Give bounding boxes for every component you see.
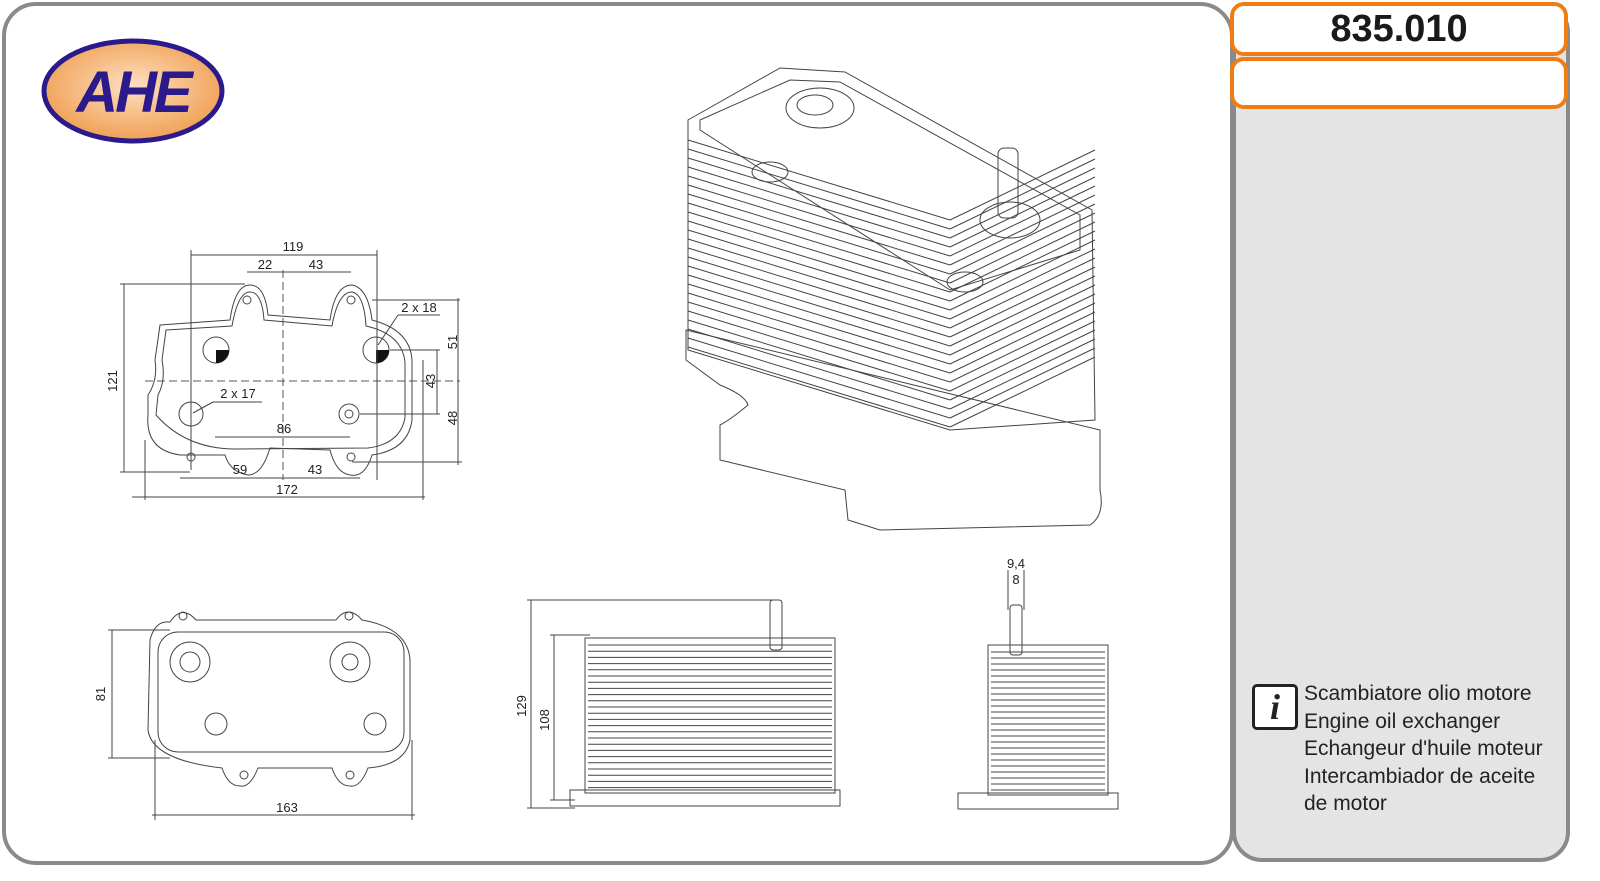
- dim-2x18: 2 x 18: [401, 300, 436, 315]
- description-es: Intercambiador de aceite de motor: [1304, 764, 1536, 816]
- cooler-fin: [687, 283, 951, 365]
- cooler-fin: [949, 257, 1096, 329]
- dim-81: 81: [93, 687, 108, 701]
- cooler-fin: [949, 329, 1096, 401]
- dim-163: 163: [276, 800, 298, 815]
- cooler-fin: [687, 247, 951, 329]
- cooler-fin: [687, 220, 951, 302]
- secondary-code-box: [1230, 57, 1568, 109]
- dim-8: 8: [1012, 572, 1019, 587]
- cooler-fin: [687, 166, 951, 248]
- cooler-fin: [687, 157, 951, 239]
- dim-9-4: 9,4: [1007, 556, 1025, 571]
- cooler-fin: [949, 338, 1096, 410]
- dim-2x17: 2 x 17: [220, 386, 255, 401]
- cooler-fin: [687, 202, 951, 284]
- bottom-view-drawing: 81 163: [93, 611, 415, 820]
- cooler-fin: [687, 148, 951, 230]
- cooler-fin: [687, 256, 951, 338]
- cooler-fin: [949, 347, 1096, 419]
- cooler-fin: [949, 176, 1096, 248]
- cooler-fin: [949, 149, 1096, 221]
- dim-108: 108: [537, 709, 552, 731]
- cooler-fin: [687, 319, 951, 401]
- description-it: Scambiatore olio motore: [1304, 682, 1532, 705]
- cooler-fin: [687, 310, 951, 392]
- cooler-fin: [949, 266, 1096, 338]
- description-en: Engine oil exchanger: [1304, 709, 1501, 733]
- cooler-fin: [687, 301, 951, 383]
- dim-86: 86: [277, 421, 291, 436]
- cooler-fin: [949, 311, 1096, 383]
- cooler-fin: [687, 292, 951, 374]
- cooler-fin: [687, 265, 951, 347]
- isometric-view-drawing: [685, 67, 1102, 531]
- dim-172: 172: [276, 482, 298, 497]
- cooler-fin: [687, 238, 951, 320]
- dim-43-right: 43: [423, 374, 438, 388]
- info-icon: i: [1252, 684, 1298, 730]
- cooler-fin: [949, 275, 1096, 347]
- cooler-fin: [687, 175, 951, 257]
- cooler-fin: [687, 193, 951, 275]
- dim-119: 119: [283, 239, 304, 254]
- cooler-fin: [949, 203, 1096, 275]
- svg-text:AHE: AHE: [74, 60, 195, 125]
- cooler-fin: [687, 346, 951, 428]
- cooler-fin: [949, 293, 1096, 365]
- cooler-fin: [687, 274, 951, 356]
- cooler-fin: [949, 194, 1096, 266]
- cooler-fin: [687, 229, 951, 311]
- cooler-fin: [949, 158, 1096, 230]
- end-view-drawing: 9,4 8: [957, 556, 1119, 810]
- cooler-fin: [687, 337, 951, 419]
- cooler-fin: [687, 211, 951, 293]
- cooler-fin: [949, 302, 1096, 374]
- side-view-drawing: 129 108: [514, 599, 841, 809]
- cooler-fin: [949, 320, 1096, 392]
- dim-59: 59: [233, 462, 247, 477]
- cooler-fin: [687, 328, 951, 410]
- dim-22: 22: [258, 257, 272, 272]
- cooler-fin: [949, 212, 1096, 284]
- dim-43-bottom: 43: [308, 462, 322, 477]
- cooler-fin: [949, 284, 1096, 356]
- cooler-fin: [949, 221, 1096, 293]
- cooler-fin: [949, 248, 1096, 320]
- drawing-panel: [2, 2, 1234, 865]
- cooler-fin: [949, 239, 1096, 311]
- ahe-logo: AHE: [41, 38, 225, 144]
- part-code: 835.010: [1230, 2, 1568, 56]
- cooler-fin: [949, 356, 1096, 428]
- cooler-fin: [949, 230, 1096, 302]
- cooler-fin: [687, 139, 951, 221]
- dim-43-top: 43: [309, 257, 323, 272]
- dim-121: 121: [105, 370, 120, 392]
- cooler-fin: [687, 184, 951, 266]
- dim-51: 51: [445, 335, 460, 349]
- dim-129: 129: [514, 695, 529, 717]
- description-fr: Echangeur d'huile moteur: [1304, 737, 1543, 760]
- top-view-drawing: 119 22 43 2 x 18 51 121 43 2 x 17 86 48 …: [105, 239, 462, 500]
- cooler-fin: [949, 167, 1096, 239]
- dim-48: 48: [445, 411, 460, 425]
- cooler-fin: [949, 185, 1096, 257]
